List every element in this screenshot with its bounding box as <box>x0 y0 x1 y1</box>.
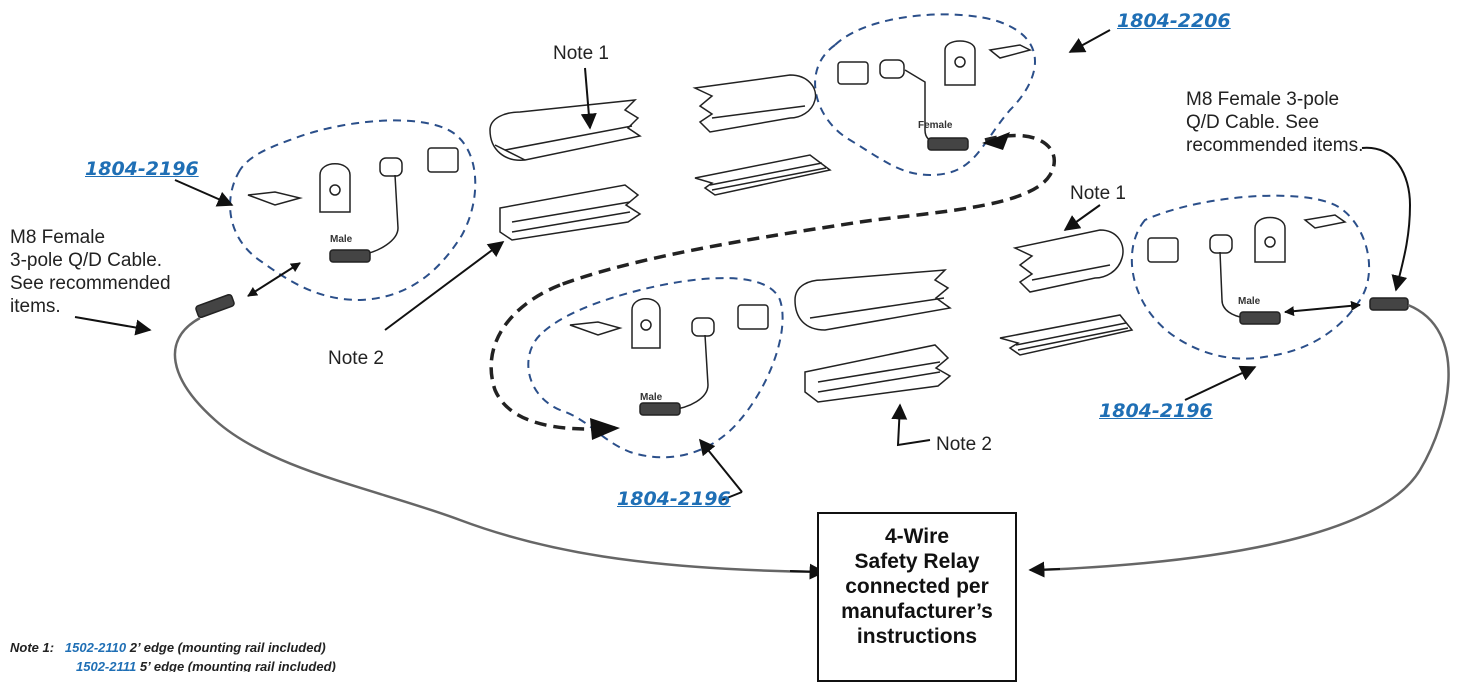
safety-relay-text: 4-Wire Safety Relay connected per manufa… <box>841 524 993 649</box>
safety-relay-box: 4-Wire Safety Relay connected per manufa… <box>817 512 1017 682</box>
mounting-rail-middle <box>804 344 952 403</box>
dashed-link-bottom <box>489 283 616 431</box>
cable-right-arrow <box>1028 561 1061 578</box>
footnote-item1-partnumber[interactable]: 1502-2110 <box>64 640 127 655</box>
female-label-top: Female <box>918 120 953 131</box>
note2-middle-label: Note 2 <box>936 434 992 455</box>
mounting-rail-top-right <box>694 154 832 196</box>
kit-link-left[interactable]: 1804-2196 <box>85 158 199 180</box>
mounting-rail-right <box>999 314 1134 356</box>
mounting-rail-top-left <box>499 184 642 241</box>
cable-callout-left: M8 Female 3-pole Q/D Cable. See recommen… <box>10 226 171 318</box>
connector-arrow-left <box>247 262 301 297</box>
kit-parts-left <box>247 147 459 263</box>
pointer-cable-left <box>74 316 152 336</box>
pointer-kit-top <box>1068 29 1111 53</box>
kit-link-middle[interactable]: 1804-2196 <box>617 488 731 510</box>
kit-parts-middle <box>569 298 769 416</box>
pointer-kit-middle-tail <box>721 491 743 501</box>
kit-link-top[interactable]: 1804-2206 <box>1117 10 1231 32</box>
pointer-cable-right <box>1361 146 1412 292</box>
kit-parts-top <box>837 40 1033 151</box>
relay-line2: Safety Relay <box>854 550 980 573</box>
connector-arrow-right <box>1284 300 1361 317</box>
cable-left-line4: items. <box>10 296 61 317</box>
cable-right-to-relay <box>1039 303 1450 572</box>
edge-profile-right <box>1012 229 1124 293</box>
cable-callout-right: M8 Female 3-pole Q/D Cable. See recommen… <box>1186 88 1363 157</box>
pointer-kit-right <box>1184 365 1257 401</box>
cable-right-line2: Q/D Cable. See <box>1186 112 1320 133</box>
pointer-note2-middle <box>891 403 931 447</box>
cable-left-line1: M8 Female <box>10 227 106 248</box>
kit-link-right[interactable]: 1804-2196 <box>1099 400 1213 422</box>
footnote-label: Note 1: <box>10 640 55 655</box>
kit-outline-middle <box>527 277 784 459</box>
pointer-note1-right <box>1063 204 1101 231</box>
relay-line4: manufacturer’s <box>841 600 993 623</box>
footnote-line2: 1502-2111 5’ edge (mounting rail include… <box>76 659 336 672</box>
relay-line3: connected per <box>845 575 989 598</box>
relay-line5: instructions <box>856 625 978 648</box>
dashed-link-top-arrow <box>982 132 1010 150</box>
cable-end-left-connector <box>195 293 235 319</box>
kit-outline-right <box>1130 194 1371 360</box>
footnote-item1-text: 2’ edge (mounting rail included) <box>129 640 326 655</box>
pointer-note1-top <box>580 67 597 130</box>
cable-left-line2: 3-pole Q/D Cable. <box>10 250 163 271</box>
edge-profile-top-right <box>692 74 817 133</box>
kit-parts-right <box>1147 214 1409 325</box>
male-label-middle: Male <box>640 392 663 403</box>
cable-right-line1: M8 Female 3-pole <box>1186 89 1340 110</box>
edge-profile-middle <box>794 269 952 331</box>
footnote-item2-text: 5’ edge (mounting rail included) <box>139 659 336 672</box>
pointer-kit-middle <box>698 438 743 493</box>
pointer-note2-left <box>384 241 505 331</box>
footnote-line1: Note 1: 1502-2110 2’ edge (mounting rail… <box>10 640 326 655</box>
pointer-kit-left <box>174 179 234 207</box>
footnote-item2-partnumber[interactable]: 1502-2111 <box>76 659 137 672</box>
cable-right-line3: recommended items. <box>1186 135 1364 156</box>
kit-outline-left <box>229 119 477 302</box>
note2-left-label: Note 2 <box>328 348 384 369</box>
relay-line1: 4-Wire <box>885 525 949 548</box>
cable-left-line3: See recommended <box>10 273 171 294</box>
dashed-link-bottom-arrow <box>590 418 620 440</box>
male-label-right: Male <box>1238 296 1261 307</box>
dashed-link-top <box>559 133 1056 287</box>
note1-right-label: Note 1 <box>1070 183 1126 204</box>
cable-left-to-relay <box>173 316 826 574</box>
male-label-left: Male <box>330 234 353 245</box>
edge-profile-top-left <box>489 99 642 161</box>
note1-top-label: Note 1 <box>553 43 609 64</box>
